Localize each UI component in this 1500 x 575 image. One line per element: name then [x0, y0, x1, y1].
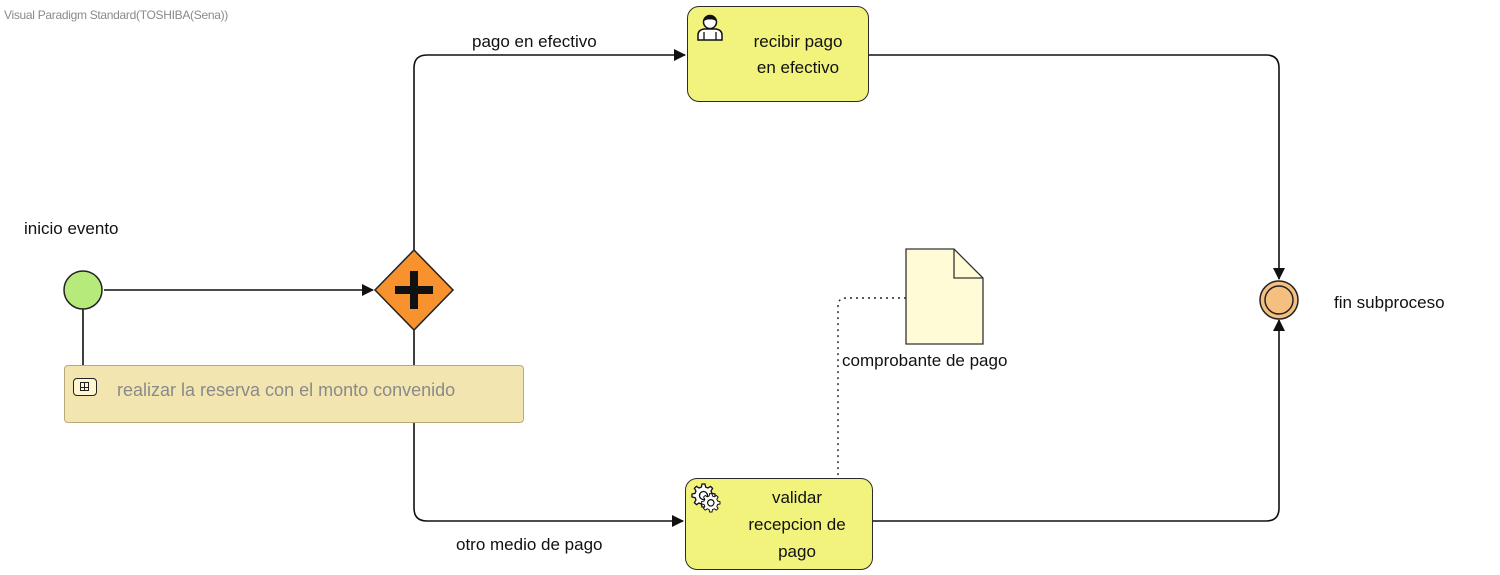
task-validar-line3: pago: [778, 542, 816, 561]
data-association: [837, 297, 906, 478]
flow-gateway-to-cash-task[interactable]: [413, 49, 686, 250]
parallel-gateway[interactable]: [373, 248, 455, 332]
data-object-label: comprobante de pago: [842, 351, 1008, 370]
data-object[interactable]: [905, 248, 984, 345]
flow-gateway-to-validate-task[interactable]: [413, 330, 684, 527]
task-recibir-pago-line1: recibir pago: [753, 32, 843, 51]
end-event[interactable]: [1259, 280, 1299, 320]
start-event[interactable]: [63, 270, 103, 310]
task-recibir-pago-line2: en efectivo: [756, 58, 840, 77]
flow-validate-task-to-end[interactable]: [873, 319, 1285, 522]
bottom-flow-label: otro medio de pago: [456, 535, 603, 554]
annotation-reserva[interactable]: realizar la reserva con el monto conveni…: [64, 365, 524, 423]
start-event-label: inicio evento: [24, 219, 119, 238]
task-recibir-pago[interactable]: recibir pago en efectivo: [687, 6, 869, 102]
task-validar-recepcion[interactable]: validar recepcion de pago: [685, 478, 873, 570]
flow-cash-task-to-end[interactable]: [869, 54, 1285, 280]
annotation-text: realizar la reserva con el monto conveni…: [117, 380, 456, 400]
user-icon: [697, 14, 723, 41]
task-validar-recepcion-text: validar recepcion de pago: [722, 484, 872, 565]
task-recibir-pago-text: recibir pago en efectivo: [732, 29, 864, 81]
watermark-text: Visual Paradigm Standard(TOSHIBA(Sena)): [4, 8, 228, 22]
subprocess-marker-icon: [73, 378, 97, 396]
task-validar-line1: validar: [771, 488, 823, 507]
end-event-label: fin subproceso: [1334, 293, 1445, 312]
gear-icon: [691, 483, 721, 513]
task-validar-line2: recepcion de: [748, 515, 846, 534]
top-flow-label: pago en efectivo: [472, 32, 597, 51]
